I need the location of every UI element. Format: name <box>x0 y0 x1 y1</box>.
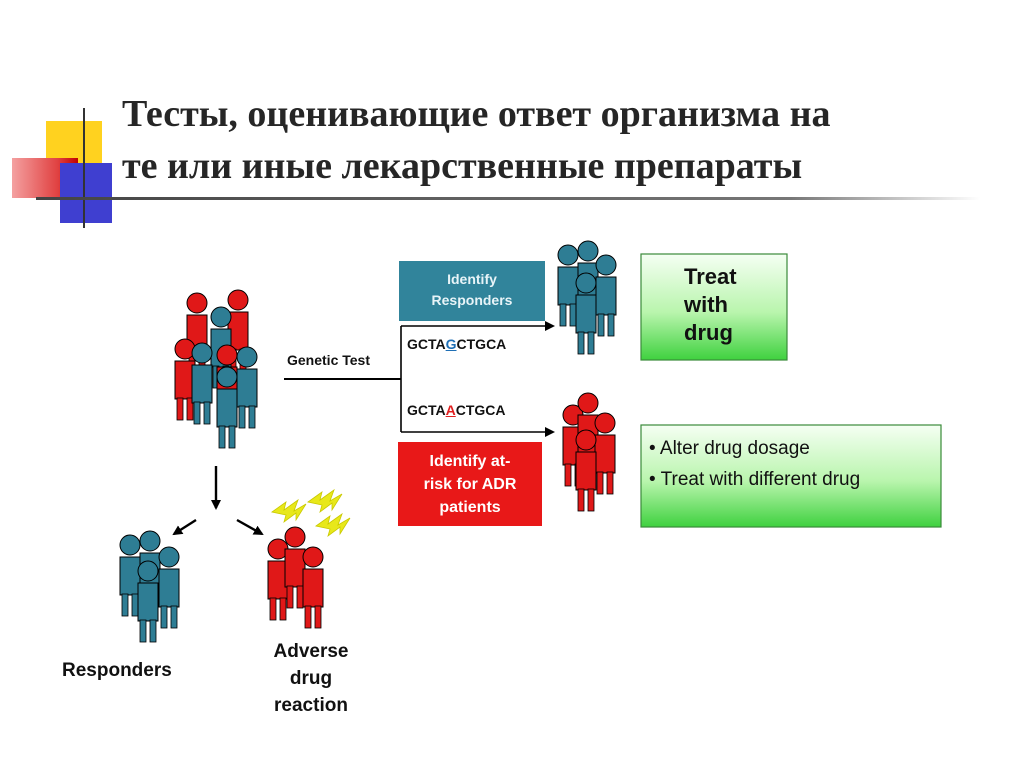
adverse-line3: reaction <box>274 695 348 716</box>
sequence-responder-suffix: CTGCA <box>456 336 507 352</box>
treat-line2: with <box>684 292 728 317</box>
alter-bullet-1: • Alter drug dosage <box>649 438 810 459</box>
alter-bullet-2-text: Treat with different drug <box>660 469 861 490</box>
alter-drug-box: • Alter drug dosage • Treat with differe… <box>641 425 941 527</box>
sequence-responder: GCTAGCTGCA <box>407 336 506 352</box>
identify-at-risk-box: Identify at- risk for ADR patients <box>398 442 542 526</box>
alter-bullet-2: • Treat with different drug <box>649 469 861 490</box>
treat-with-drug-box-bg <box>640 253 788 361</box>
title-underline <box>36 197 980 200</box>
identify-responders-line1: Identify <box>447 271 497 287</box>
adverse-reaction-group <box>267 526 324 629</box>
arrow-to-responders-group <box>172 518 197 536</box>
alter-drug-box-bg <box>640 424 942 528</box>
slide-title-line1: Тесты, оценивающие ответ организма на <box>122 93 831 135</box>
sequence-at-risk-prefix: GCTA <box>407 402 446 418</box>
treat-with-drug-box: Treat with drug <box>641 254 787 360</box>
decor-blue-square <box>60 163 112 223</box>
sequence-at-risk: GCTAACTGCA <box>407 402 506 418</box>
lightning-icon <box>271 489 351 537</box>
responder-group-top <box>557 240 617 355</box>
sequence-at-risk-suffix: CTGCA <box>455 402 506 418</box>
adverse-line1: Adverse <box>273 641 349 662</box>
slide-title: Тесты, оценивающие ответ организма на те… <box>122 88 1002 192</box>
genetic-test-label: Genetic Test <box>287 352 370 368</box>
identify-at-risk-line1: Identify at- <box>429 453 511 470</box>
identify-at-risk-line2: risk for ADR <box>423 476 517 493</box>
arrow-to-adverse-group <box>236 518 264 536</box>
at-risk-group <box>562 392 616 512</box>
identify-responders-box: Identify Responders <box>399 261 545 321</box>
identify-responders-line2: Responders <box>431 292 513 308</box>
identify-at-risk-line3: patients <box>439 499 501 516</box>
treat-line1: Treat <box>684 264 737 289</box>
alter-bullet-1-text: Alter drug dosage <box>659 438 810 459</box>
responders-group <box>119 530 180 643</box>
sequence-at-risk-variant: A <box>445 402 456 418</box>
adverse-reaction-label: Adverse drug reaction <box>256 638 366 719</box>
treat-line3: drug <box>684 320 733 345</box>
adverse-line2: drug <box>289 668 333 689</box>
slide-title-line2: те или иные лекарственные препараты <box>122 145 803 187</box>
genetic-test-connector <box>284 321 555 437</box>
sequence-responder-variant: G <box>445 336 457 352</box>
responders-label: Responders <box>62 660 172 681</box>
mixed-patient-group <box>174 289 258 449</box>
sequence-responder-prefix: GCTA <box>407 336 446 352</box>
